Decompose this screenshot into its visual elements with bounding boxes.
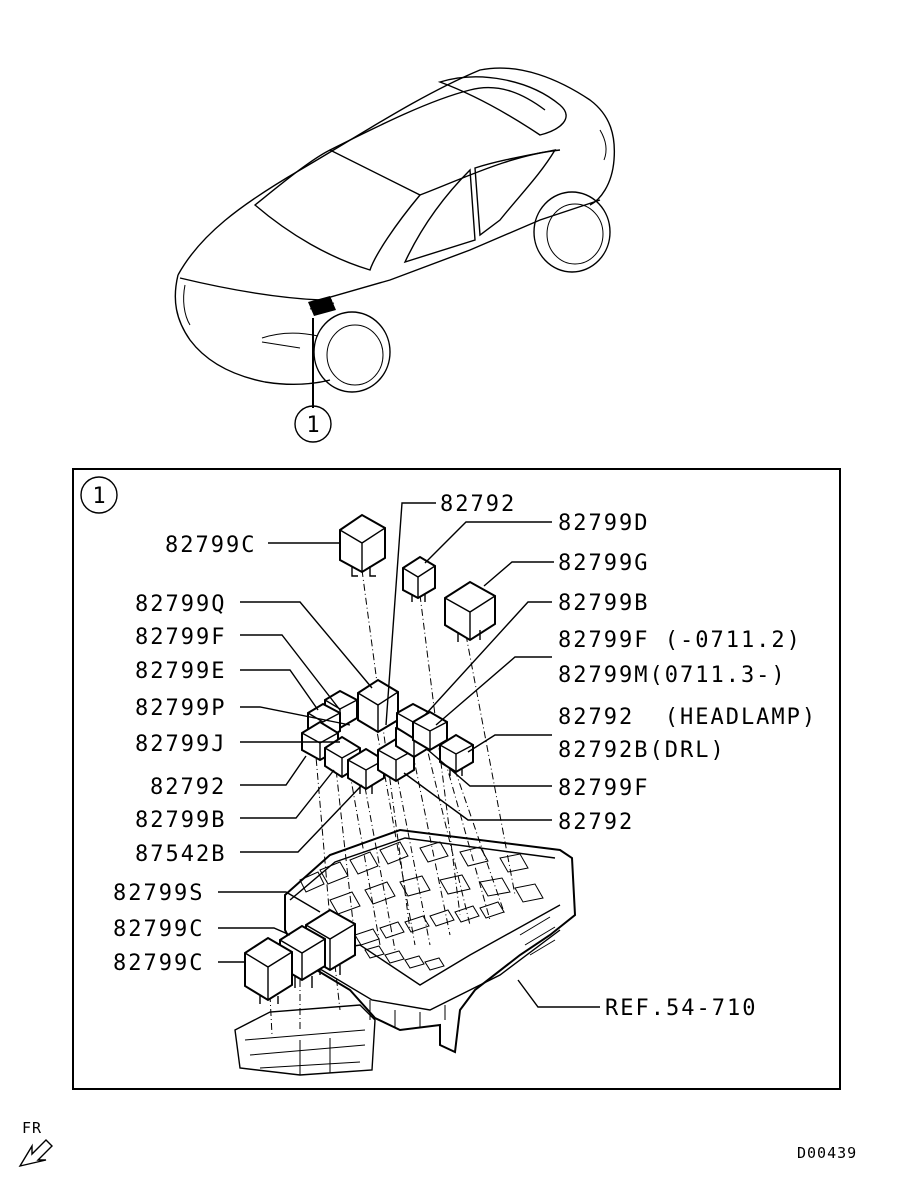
label-82799M-range: 82799M(0711.3-) xyxy=(558,663,787,688)
diagram-code: D00439 xyxy=(797,1144,857,1162)
label-82799J: 82799J xyxy=(135,732,226,757)
car-illustration xyxy=(174,67,616,408)
label-82799B-left: 82799B xyxy=(135,808,226,833)
installation-lines xyxy=(269,569,516,1036)
label-82799F-left: 82799F xyxy=(135,625,226,650)
relay-box-body xyxy=(234,828,577,1076)
front-direction-indicator: FR xyxy=(18,1119,53,1168)
label-82792-top: 82792 xyxy=(440,492,516,517)
relay-82799C-b xyxy=(244,936,293,1004)
relay-82799G xyxy=(444,580,496,642)
label-82799E: 82799E xyxy=(135,659,226,684)
label-82799C-a: 82799C xyxy=(113,917,204,942)
label-82799F-range: 82799F (-0711.2) xyxy=(558,628,802,653)
relay-82799Q xyxy=(357,678,399,734)
callout-box: 1 xyxy=(80,476,118,514)
label-82792B-drl: 82792B(DRL) xyxy=(558,738,726,763)
label-ref: REF.54-710 xyxy=(605,996,757,1021)
label-82792-headlamp: 82792 (HEADLAMP) xyxy=(558,705,817,730)
callout-top-number: 1 xyxy=(306,413,319,438)
callout-top: 1 xyxy=(294,405,332,443)
relay-82799C-top xyxy=(339,513,386,577)
label-82799G: 82799G xyxy=(558,551,649,576)
relay-box-location-icon xyxy=(308,296,336,316)
label-82792-left: 82792 xyxy=(150,775,226,800)
label-82799F-right: 82799F xyxy=(558,776,649,801)
relays xyxy=(244,513,496,1004)
leader-lines xyxy=(218,502,600,1008)
label-82799B-right: 82799B xyxy=(558,591,649,616)
relay-82792-headlamp xyxy=(439,733,474,776)
relay-82792-small xyxy=(402,555,436,602)
label-82799Q: 82799Q xyxy=(135,592,226,617)
label-82799D: 82799D xyxy=(558,511,649,536)
fr-label: FR xyxy=(22,1119,42,1137)
callout-box-number: 1 xyxy=(92,484,105,509)
label-82799S: 82799S xyxy=(113,881,204,906)
label-82799P: 82799P xyxy=(135,696,226,721)
detail-frame xyxy=(72,468,841,1090)
label-87542B: 87542B xyxy=(135,842,226,867)
label-82799C-b: 82799C xyxy=(113,951,204,976)
part-labels: 82799C 82792 82799D 82799G 82799Q 82799B… xyxy=(113,492,817,1021)
relay-82799B-left xyxy=(347,747,385,794)
front-arrow-icon xyxy=(18,1139,53,1168)
label-82799C-top: 82799C xyxy=(165,533,256,558)
label-82792-right: 82792 xyxy=(558,810,634,835)
